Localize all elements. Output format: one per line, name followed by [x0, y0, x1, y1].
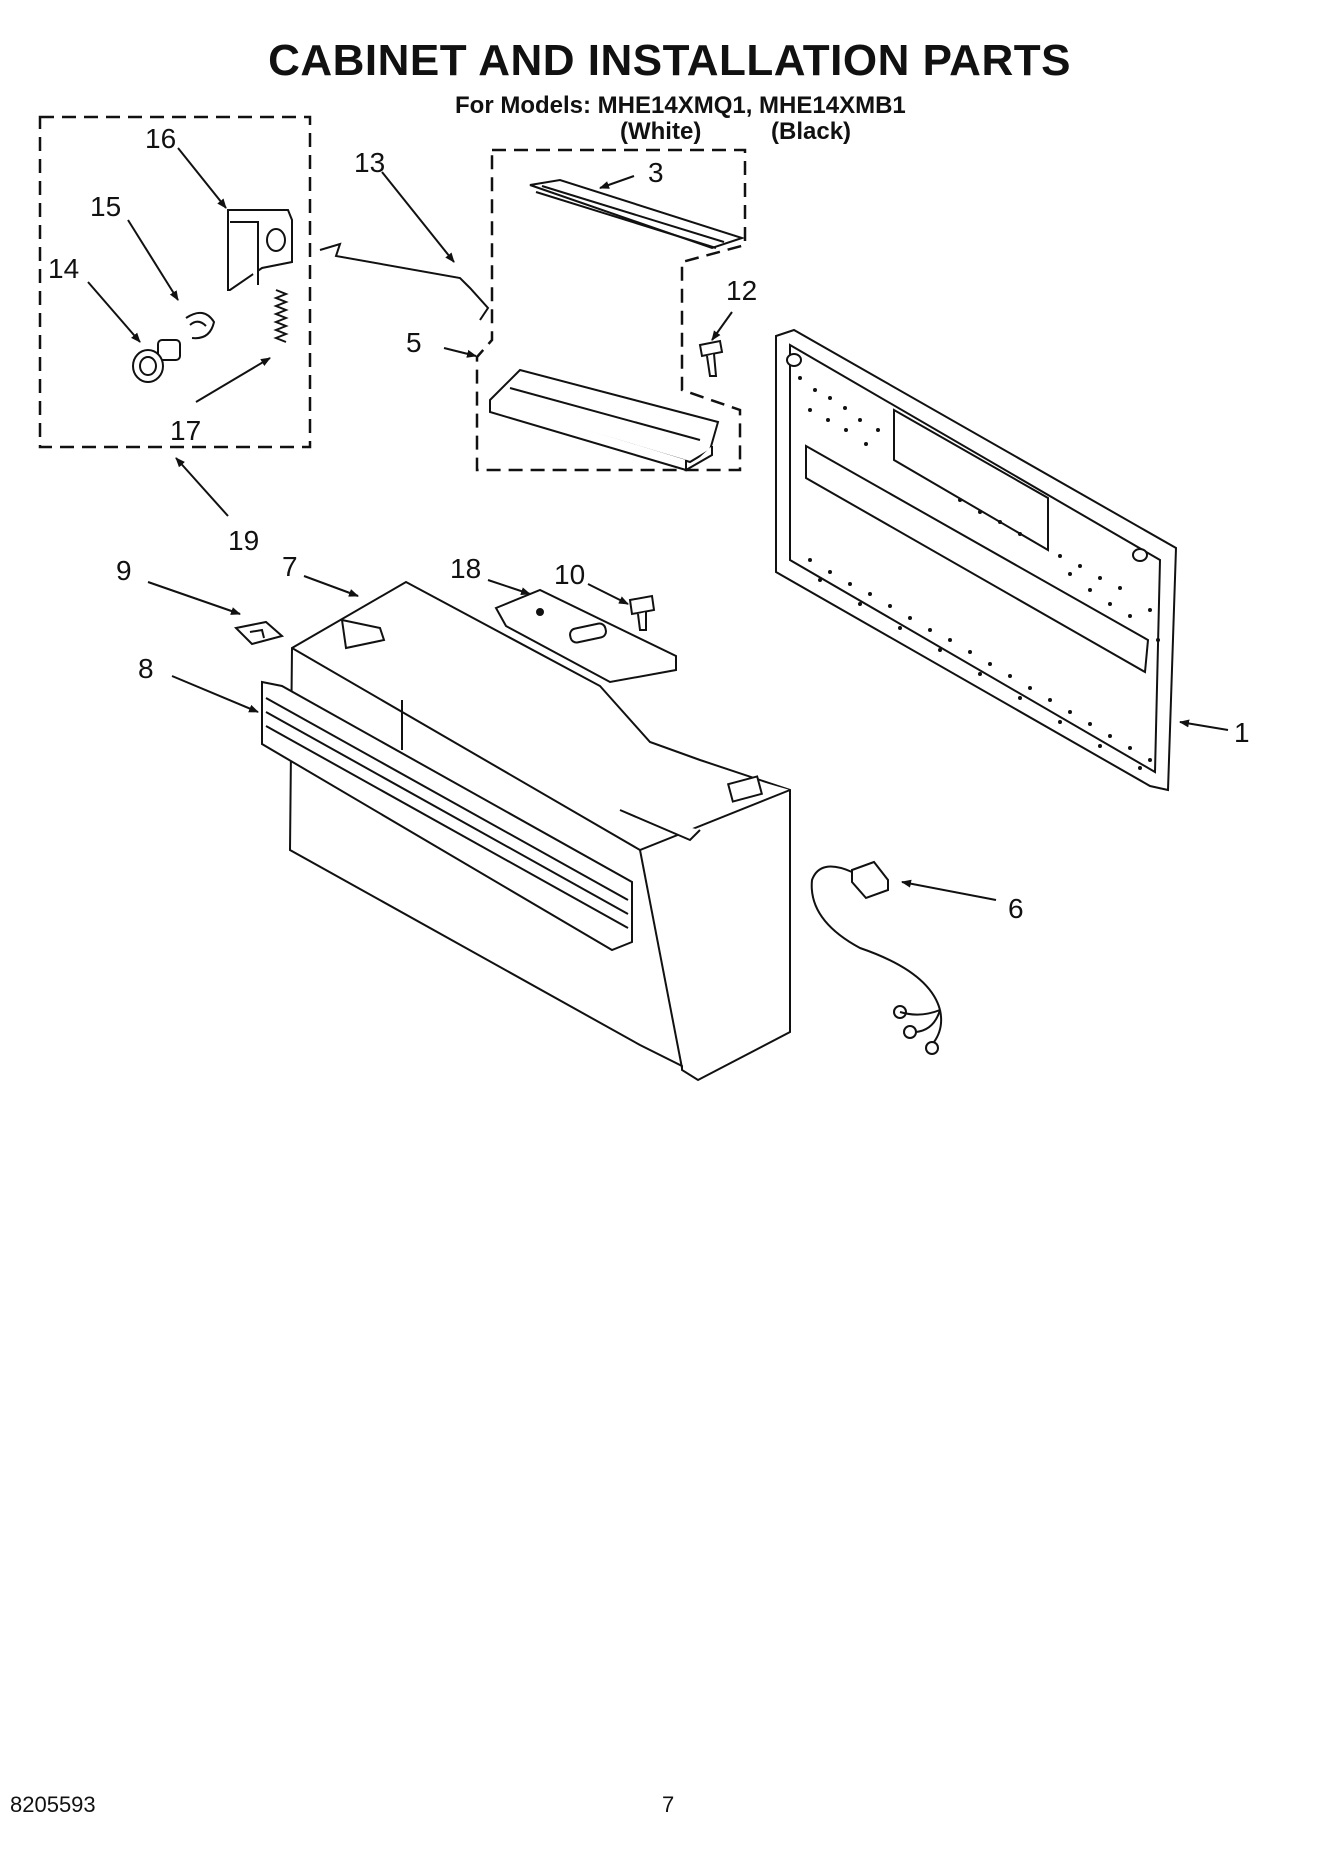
duct-group-box: [475, 148, 747, 472]
callout-16: 16: [145, 123, 176, 154]
kit-group-box-19: [38, 115, 312, 449]
callout-19: 19: [228, 525, 259, 556]
callout-9: 9: [116, 555, 132, 586]
part-1-door-panel: [775, 328, 1178, 792]
leader-arrows: [87, 147, 1229, 901]
page-number: 7: [662, 1792, 675, 1817]
part-13-strap: [319, 242, 490, 321]
callout-12: 12: [726, 275, 757, 306]
callout-15: 15: [90, 191, 121, 222]
door-panel-perforations: [798, 376, 1160, 770]
leader-10: [587, 583, 629, 605]
part-16-bracket: [227, 209, 293, 291]
callout-18: 18: [450, 553, 481, 584]
leader-19: [175, 457, 229, 517]
part-18-control-bracket: [494, 588, 677, 684]
callout-14: 14: [48, 253, 79, 284]
callout-3: 3: [648, 157, 664, 188]
part-17-spring: [273, 289, 289, 343]
variant-white-label: (White): [620, 118, 702, 145]
part-5-duct-tray: [489, 368, 720, 472]
callout-7: 7: [282, 551, 298, 582]
part-9-clip: [233, 620, 285, 646]
part-15-clip: [185, 311, 216, 340]
leader-7: [303, 575, 359, 597]
part-12-screw: [698, 339, 724, 377]
leader-3: [599, 175, 635, 189]
part-10-screw: [628, 594, 656, 631]
part-6-switch-harness: [810, 860, 943, 1055]
callout-17: 17: [170, 415, 201, 446]
callout-1: 1: [1234, 717, 1250, 748]
leader-17: [195, 357, 271, 403]
leader-12: [711, 311, 733, 341]
leader-5: [443, 347, 477, 358]
document-number: 8205593: [10, 1792, 96, 1817]
leader-13: [381, 171, 455, 263]
leader-14: [87, 281, 141, 343]
variant-black-label: (Black): [771, 118, 852, 145]
leader-9: [147, 581, 241, 615]
part-3-damper-plate: [529, 178, 746, 250]
callout-6: 6: [1008, 893, 1024, 924]
callout-8: 8: [138, 653, 154, 684]
leader-1: [1179, 719, 1229, 731]
callout-10: 10: [554, 559, 585, 590]
leader-8: [171, 675, 259, 713]
leader-18: [487, 579, 531, 595]
page-title: CABINET AND INSTALLATION PARTS: [268, 36, 1071, 85]
callout-5: 5: [406, 327, 422, 358]
part-14-bumper: [132, 339, 181, 383]
models-line: For Models: MHE14XMQ1, MHE14XMB1: [455, 92, 906, 119]
callout-13: 13: [354, 147, 385, 178]
part-8-grille: [261, 680, 633, 952]
leader-15: [127, 219, 179, 301]
leader-16: [177, 147, 227, 209]
leader-6: [901, 879, 997, 901]
